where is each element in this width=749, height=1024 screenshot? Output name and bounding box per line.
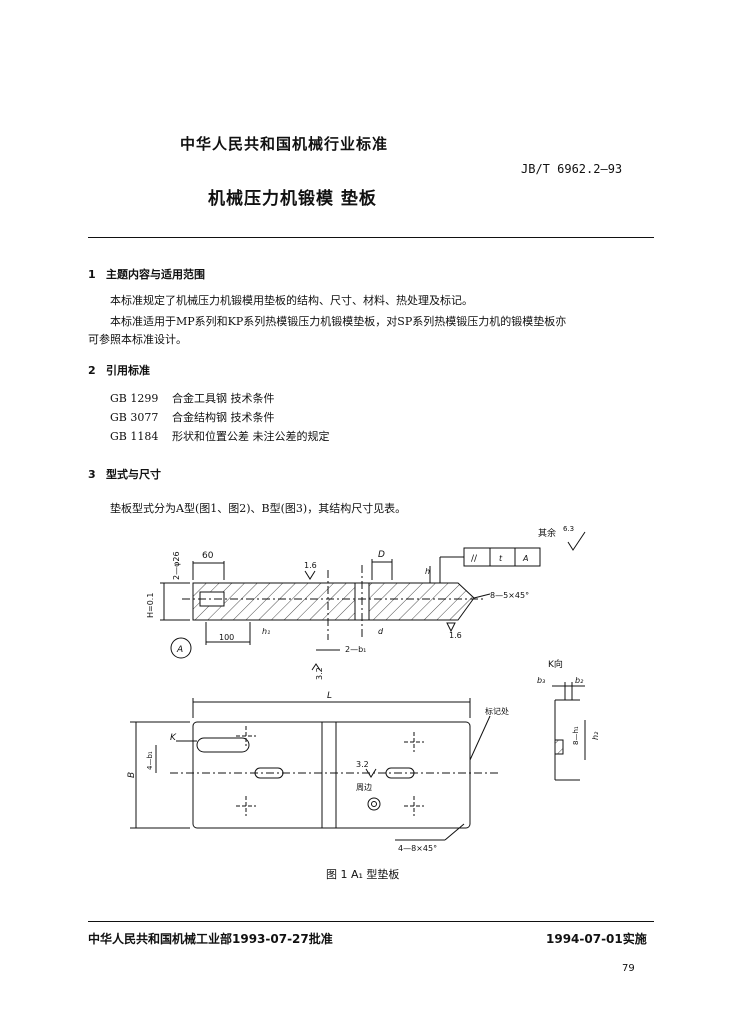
section-1-heading: 1 主题内容与适用范围	[88, 266, 205, 282]
dim-2phi26: 2—φ26	[172, 551, 181, 580]
roughness-mark	[446, 622, 456, 633]
plan-plate	[192, 721, 471, 829]
section-1-title: 主题内容与适用范围	[106, 268, 205, 281]
dim-h2: h₂	[591, 731, 600, 740]
dim-b2: b₂	[575, 676, 584, 685]
section-1-paragraph-2-cont: 可参照本标准设计。	[88, 333, 187, 346]
org-title: 中华人民共和国机械行业标准	[180, 135, 389, 153]
tol-parallel: //	[471, 554, 478, 564]
tol-A: A	[522, 554, 528, 563]
footer-rule	[88, 921, 654, 922]
dim-h: h	[425, 567, 430, 576]
chamfer-corner: 4—8×45°	[398, 844, 437, 853]
roughness-mark	[567, 531, 586, 551]
dim-8h1: 8—h₁	[572, 726, 580, 745]
dim-b3: b₃	[537, 676, 545, 685]
standard-number: JB/T 6962.2—93	[521, 162, 623, 176]
oblong-slot	[254, 767, 284, 779]
tol-t: t	[499, 554, 503, 563]
rest-ra: 6.3	[563, 525, 574, 533]
section-1-paragraph-1: 本标准规定了机械压力机锻模用垫板的结构、尺寸、材料、热处理及标记。	[110, 294, 473, 307]
mark-place: 标记处	[485, 706, 509, 716]
ra-3-2-section: 3.2	[315, 667, 324, 680]
dim-2b1: 2—b₁	[345, 645, 366, 654]
dim-H: H=0.1	[146, 593, 155, 618]
section-3-title: 型式与尺寸	[106, 468, 161, 481]
ra-side: 1.6	[449, 631, 462, 640]
bolt-slot	[196, 737, 250, 753]
section-1-number: 1	[88, 268, 96, 281]
datum-A: A	[176, 645, 183, 655]
document-title: 机械压力机锻模 垫板	[208, 189, 377, 209]
center-hole	[367, 797, 381, 811]
section-2-title: 引用标准	[106, 364, 150, 377]
dim-K: K	[170, 733, 177, 743]
ra-3-2-plan: 3.2	[356, 760, 369, 769]
oblong-slot	[385, 767, 415, 779]
section-3-paragraph: 垫板型式分为A型(图1、图2)、B型(图3)，其结构尺寸见表。	[110, 502, 407, 515]
section-3-number: 3	[88, 468, 96, 481]
section-2-heading: 2 引用标准	[88, 362, 150, 378]
dim-d: d	[378, 627, 384, 636]
chamfer-side: 8—5×45°	[490, 591, 529, 600]
header-rule	[88, 237, 654, 238]
dim-100: 100	[219, 633, 234, 642]
figure-caption: 图 1 A₁ 型垫板	[326, 868, 400, 881]
dim-B: B	[127, 772, 137, 778]
dim-D: D	[378, 550, 385, 560]
dim-4b1: 4—b₁	[146, 751, 154, 770]
dim-L: L	[327, 691, 332, 701]
section-3-heading: 3 型式与尺寸	[88, 466, 161, 482]
ra-1-6: 1.6	[304, 561, 317, 570]
page-number: 79	[622, 963, 635, 974]
around-label: 周边	[356, 782, 372, 792]
dim-60: 60	[202, 551, 214, 561]
rest-label: 其余	[538, 527, 556, 539]
section-plate	[192, 582, 475, 621]
dim-h1: h₁	[262, 627, 270, 636]
view-K: K向	[548, 658, 563, 670]
implementation-date: 1994-07-01实施	[546, 932, 647, 946]
section-2-number: 2	[88, 364, 96, 377]
approval-note: 中华人民共和国机械工业部1993-07-27批准	[88, 932, 333, 946]
section-1-paragraph-2: 本标准适用于MP系列和KP系列热模锻压力机锻模垫板，对SP系列热模锻压力机的锻模…	[110, 315, 567, 328]
roughness-mark	[304, 570, 316, 580]
